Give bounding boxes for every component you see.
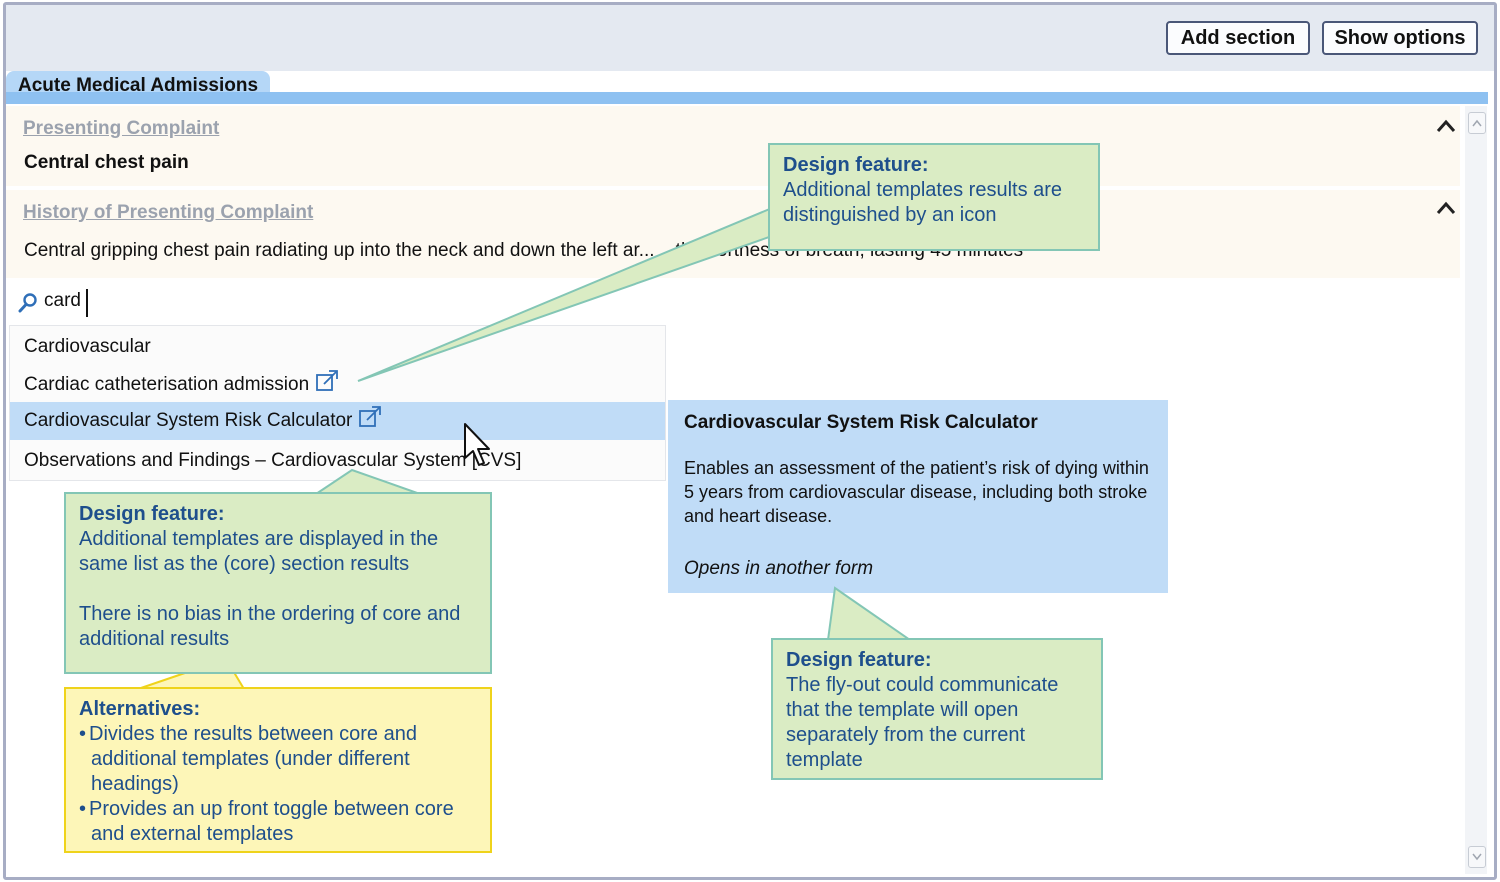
external-link-icon	[359, 406, 382, 427]
section-value: Central chest pain	[24, 152, 189, 173]
result-label: Observations and Findings – Cardiovascul…	[24, 450, 522, 471]
design-callout-icon: Design feature: Additional templates res…	[768, 143, 1100, 251]
flyout-title: Cardiovascular System Risk Calculator	[684, 412, 1038, 433]
result-flyout: Cardiovascular System Risk Calculator En…	[668, 400, 1168, 593]
search-input[interactable]: card	[44, 290, 81, 311]
result-item[interactable]: Cardiovascular	[10, 328, 665, 366]
tab-bar	[6, 92, 1488, 104]
design-callout-flyout: Design feature: The fly-out could commun…	[771, 638, 1103, 780]
callout-text: Additional templates results are disting…	[783, 179, 1063, 226]
callout-title: Design feature:	[79, 503, 225, 525]
result-label: Cardiovascular System Risk Calculator	[24, 410, 353, 431]
section-presenting-complaint: Presenting Complaint Central chest pain	[6, 106, 1460, 186]
design-callout-list: Design feature: Additional templates are…	[64, 492, 492, 674]
result-item[interactable]: Cardiac catheterisation admission	[10, 366, 665, 404]
result-item[interactable]: Observations and Findings – Cardiovascul…	[10, 442, 665, 480]
alternative-item: Provides an up front toggle between core…	[79, 797, 477, 847]
show-options-button[interactable]: Show options	[1322, 21, 1478, 55]
callout-text: Additional templates are displayed in th…	[79, 528, 439, 575]
callout-text: There is no bias in the ordering of core…	[79, 603, 461, 650]
mouse-pointer-icon	[464, 423, 490, 466]
flyout-note: Opens in another form	[684, 558, 874, 579]
callout-title: Design feature:	[786, 649, 932, 671]
scroll-down-button[interactable]	[1468, 846, 1486, 868]
add-section-button[interactable]: Add section	[1166, 21, 1310, 55]
text-cursor	[86, 289, 88, 317]
callout-text: The fly-out could communicate that the t…	[786, 674, 1059, 771]
flyout-description: Enables an assessment of the patient’s r…	[684, 458, 1149, 526]
search-icon	[18, 293, 37, 313]
section-heading[interactable]: History of Presenting Complaint	[23, 202, 314, 223]
collapse-chevron-up-icon[interactable]	[1434, 198, 1458, 218]
alternative-item: Divides the results between core and add…	[79, 722, 477, 797]
result-item-selected[interactable]: Cardiovascular System Risk Calculator	[10, 402, 665, 440]
scroll-down-icon	[1472, 853, 1482, 861]
external-link-icon	[316, 370, 339, 391]
collapse-chevron-up-icon[interactable]	[1434, 116, 1458, 136]
callout-title: Alternatives:	[79, 698, 201, 720]
result-label: Cardiovascular	[24, 336, 151, 357]
result-label: Cardiac catheterisation admission	[24, 374, 310, 395]
alternatives-list: Divides the results between core and add…	[79, 722, 477, 847]
callout-title: Design feature:	[783, 154, 929, 176]
section-history-of-presenting-complaint: History of Presenting Complaint Central …	[6, 190, 1460, 278]
scroll-up-button[interactable]	[1468, 112, 1486, 134]
toolbar: Add section Show options	[6, 5, 1494, 71]
vertical-scrollbar[interactable]	[1465, 106, 1487, 874]
scroll-up-icon	[1472, 119, 1482, 127]
alternatives-callout: Alternatives: Divides the results betwee…	[64, 687, 492, 853]
search-results-list: Cardiovascular Cardiac catheterisation a…	[9, 325, 666, 481]
section-heading[interactable]: Presenting Complaint	[23, 118, 220, 139]
